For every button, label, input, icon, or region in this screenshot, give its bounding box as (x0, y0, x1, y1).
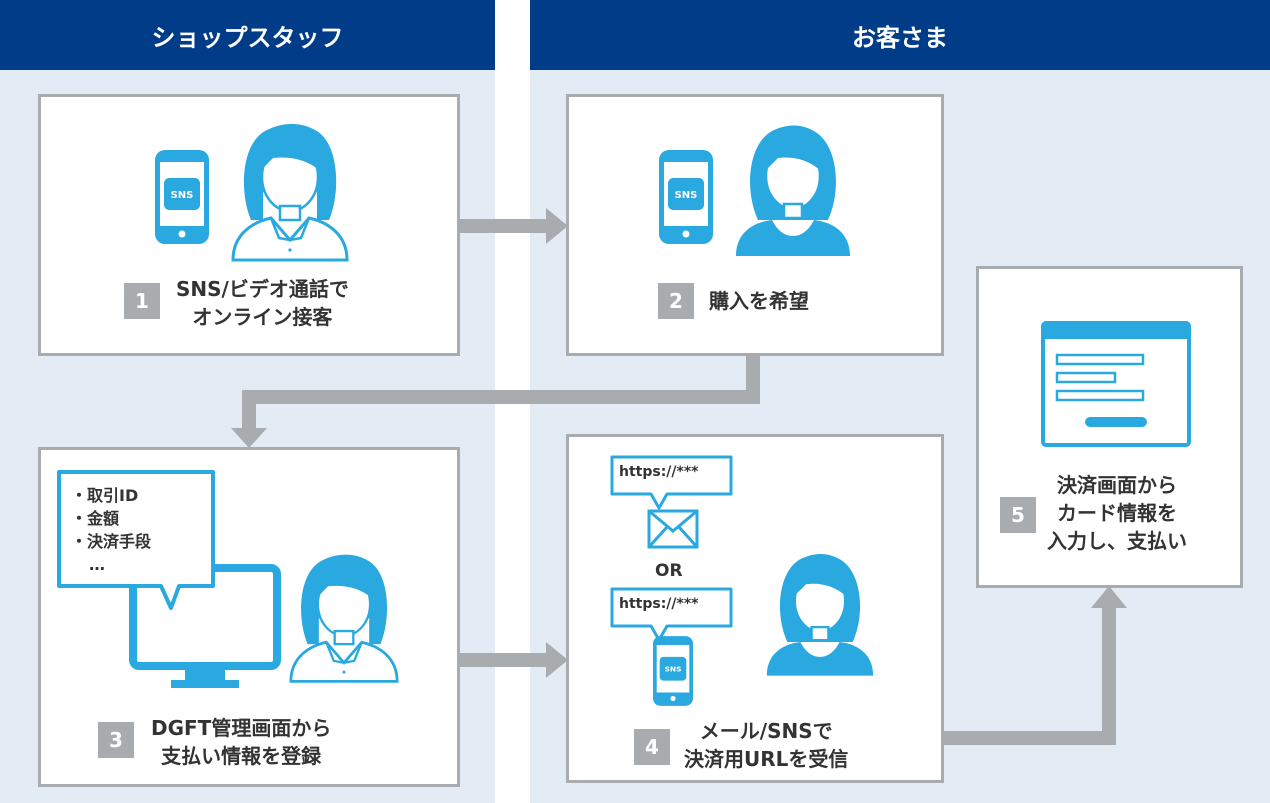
url-bubble-sns (610, 587, 733, 642)
payment-info-list: ・取引ID ・金額 ・決済手段 … (71, 484, 151, 576)
or-label: OR (655, 561, 683, 581)
customer-person-icon (766, 553, 874, 676)
step-5-number: 5 (1000, 497, 1036, 533)
arrow-step4-to-step5 (944, 586, 1127, 745)
shop-staff-person-icon (289, 554, 399, 683)
arrow-step2-to-step3 (231, 352, 760, 448)
smartphone-sns-icon: SNS (653, 636, 693, 706)
step-2-label: 購入を希望 (709, 289, 809, 313)
payment-info-item: ・取引ID (71, 486, 139, 505)
payment-info-more: … (89, 555, 105, 574)
smartphone-sns-icon: SNS (155, 150, 209, 244)
step-2-card: SNS 2 購入を希望 (566, 94, 944, 356)
payment-info-item: ・金額 (71, 509, 120, 528)
step-4-label: メール/SNSで 決済用URLを受信 (684, 719, 849, 771)
step-5-card: 5 決済画面から カード情報を 入力し、支払い (976, 266, 1243, 588)
payment-form-window-icon (1041, 321, 1191, 447)
step-1-card: SNS 1 SNS/ビデオ通話で オンライン接客 (38, 94, 460, 356)
speech-bubble (57, 470, 215, 610)
arrow-step3-to-step4 (459, 642, 568, 678)
step-3-card: ・取引ID ・金額 ・決済手段 … 3 DGFT管理画面から 支払い情報を登録 (38, 447, 460, 787)
lane-header-shop-staff: ショップスタッフ (0, 0, 495, 70)
smartphone-sns-icon: SNS (659, 150, 713, 244)
sns-icon-label: SNS (665, 665, 682, 674)
step-5-label: 決済画面から カード情報を 入力し、支払い (1047, 473, 1187, 553)
url-bubble-email (610, 455, 733, 510)
lane-header-customer: お客さま (530, 0, 1270, 70)
sns-icon-label: SNS (171, 190, 194, 201)
shop-staff-person-icon (231, 124, 349, 262)
step-1-number: 1 (124, 283, 160, 319)
step-4-card: https://*** OR https://*** SNS 4 メール/SNS… (566, 434, 944, 783)
step-2-number: 2 (658, 283, 694, 319)
envelope-icon (647, 509, 699, 549)
step-3-label: DGFT管理画面から 支払い情報を登録 (151, 716, 332, 768)
customer-person-icon (736, 125, 850, 256)
arrow-step1-to-step2 (459, 208, 568, 244)
sns-icon-label: SNS (675, 190, 698, 201)
payment-info-item: ・決済手段 (71, 532, 152, 551)
step-4-number: 4 (634, 729, 670, 765)
step-1-label: SNS/ビデオ通話で オンライン接客 (176, 277, 349, 329)
step-3-number: 3 (98, 722, 134, 758)
url-text-email: https://*** (619, 464, 699, 480)
url-text-sns: https://*** (619, 596, 699, 612)
